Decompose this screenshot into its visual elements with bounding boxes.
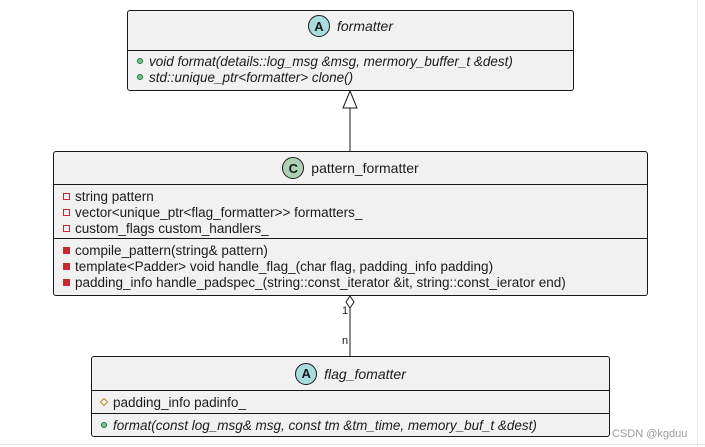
watermark: CSDN @kgduu — [612, 428, 688, 440]
method-row: padding_info handle_padspec_(string::con… — [61, 274, 647, 290]
divider — [54, 184, 647, 185]
method-row: std::unique_ptr<formatter> clone() — [135, 69, 573, 85]
class-header: C pattern_formatter — [54, 152, 647, 184]
field-row: custom_flags custom_handlers_ — [61, 220, 647, 236]
multiplicity-target: n — [342, 335, 349, 347]
abstract-class-badge: A — [307, 15, 330, 37]
abstract-class-badge: A — [295, 362, 318, 385]
methods-section: format(const log_msg& msg, const tm &tm_… — [92, 414, 609, 436]
field-row: vector<unique_ptr<flag_formatter>> forma… — [61, 204, 647, 220]
class-pattern-formatter[interactable]: C pattern_formatter string pattern vecto… — [53, 151, 648, 296]
class-flag-fomatter[interactable]: A flag_fomatter padding_info padinfo_ fo… — [91, 356, 610, 437]
inheritance-arrowhead — [342, 89, 358, 109]
fields-section: padding_info padinfo_ — [92, 391, 609, 413]
private-method-icon — [61, 246, 71, 254]
method-row: void format(details::log_msg &msg, mermo… — [135, 53, 573, 69]
fields-section: string pattern vector<unique_ptr<flag_fo… — [54, 185, 647, 238]
protected-field-icon — [99, 397, 109, 407]
divider — [92, 390, 609, 391]
class-name: pattern_formatter — [311, 160, 419, 176]
public-method-icon — [135, 74, 145, 80]
class-name: formatter — [336, 18, 393, 34]
frame-border-bottom — [0, 444, 705, 445]
frame-border-right — [697, 0, 698, 447]
class-badge: C — [282, 157, 305, 179]
class-name: flag_fomatter — [324, 365, 406, 382]
private-field-icon — [61, 208, 71, 216]
method-row: template<Padder> void handle_flag_(char … — [61, 258, 647, 274]
divider — [54, 238, 647, 239]
field-row: string pattern — [61, 188, 647, 204]
method-row: compile_pattern(string& pattern) — [61, 242, 647, 258]
method-row: format(const log_msg& msg, const tm &tm_… — [99, 417, 609, 433]
public-method-icon — [99, 422, 109, 428]
private-method-icon — [61, 262, 71, 270]
class-header: A formatter — [128, 11, 573, 41]
divider — [92, 413, 609, 414]
private-field-icon — [61, 192, 71, 200]
class-formatter[interactable]: A formatter void format(details::log_msg… — [127, 10, 574, 91]
private-field-icon — [61, 224, 71, 232]
methods-section: void format(details::log_msg &msg, mermo… — [128, 51, 573, 88]
public-method-icon — [135, 58, 145, 64]
private-method-icon — [61, 278, 71, 286]
field-row: padding_info padinfo_ — [99, 394, 609, 410]
multiplicity-source: 1 — [342, 305, 349, 317]
divider — [128, 50, 573, 51]
methods-section: compile_pattern(string& pattern) templat… — [54, 239, 647, 293]
class-header: A flag_fomatter — [92, 357, 609, 390]
